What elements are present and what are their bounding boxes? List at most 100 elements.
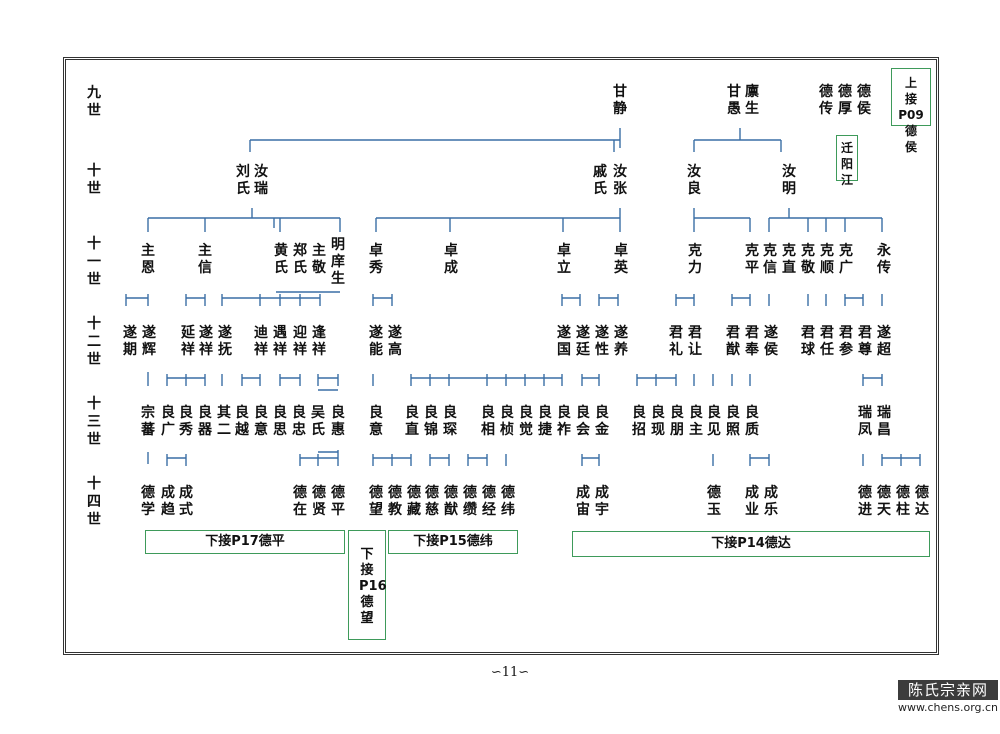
person-name: 良主 [689,405,703,438]
person-name: 永传 [877,243,891,276]
person-name: 主信 [198,243,212,276]
generation-label-11: 十一世 [87,236,101,288]
person-name: 良照 [726,405,740,438]
person-name: 甘愚 [727,84,741,117]
person-name: 明庠生 [331,237,345,287]
person-name: 黄氏 [274,243,288,276]
person-name: 良觉 [519,405,533,438]
continued-to-p15-box: 下接P15德纬 [388,530,518,554]
person-name: 德慈 [425,485,439,518]
person-name: 迎祥 [293,325,307,358]
person-name: 良招 [632,405,646,438]
person-name: 德纬 [501,485,515,518]
person-name: 遂超 [877,325,891,358]
person-name: 德学 [141,485,155,518]
person-name: 瑞凤 [858,405,872,438]
page-frame [63,57,939,655]
person-name: 成宙 [576,485,590,518]
person-name: 遇祥 [273,325,287,358]
person-name: 良意 [369,405,383,438]
person-name: 良意 [254,405,268,438]
person-name: 德在 [293,485,307,518]
person-name: 良祚 [557,405,571,438]
page-number: ∽11∽ [490,665,530,680]
person-name: 良思 [273,405,287,438]
person-name: 良相 [481,405,495,438]
person-name: 德侯 [857,84,871,117]
person-name: 德贤 [312,485,326,518]
person-name: 德望 [369,485,383,518]
person-name: 克广 [839,243,853,276]
person-name: 德藏 [407,485,421,518]
person-name: 君参 [839,325,853,358]
person-name: 汝良 [687,164,701,197]
person-name: 遂廷 [576,325,590,358]
generation-label-10: 十世 [87,163,101,197]
person-name: 卓成 [444,243,458,276]
person-name: 良广 [161,405,175,438]
person-name: 其二 [217,405,231,438]
person-name: 遂辉 [142,325,156,358]
person-name: 遂期 [123,325,137,358]
person-name: 逢祥 [312,325,326,358]
person-name: 良直 [405,405,419,438]
watermark-url: www.chens.org.cn [898,701,999,714]
person-name: 德教 [388,485,402,518]
person-name: 成式 [179,485,193,518]
person-name: 德达 [915,485,929,518]
person-name: 君球 [801,325,815,358]
person-name: 良惠 [331,405,345,438]
generation-label-13: 十三世 [87,396,101,448]
person-name: 汝明 [782,164,796,197]
person-name: 汝瑞 [254,164,268,197]
person-name: 卓秀 [369,243,383,276]
person-name: 德玉 [707,485,721,518]
person-name: 遂祥 [199,325,213,358]
person-name: 吴氏 [311,405,325,438]
person-name: 克信 [763,243,777,276]
watermark-title: 陈氏宗亲网 [898,680,998,700]
person-name: 克顺 [820,243,834,276]
person-name: 良器 [198,405,212,438]
person-name: 遂性 [595,325,609,358]
person-name: 遂能 [369,325,383,358]
person-name: 德天 [877,485,891,518]
person-name: 君猷 [726,325,740,358]
person-name: 卓立 [557,243,571,276]
migration-note-box: 迁阳江 [836,135,858,187]
person-name: 良捷 [538,405,552,438]
person-name: 克平 [745,243,759,276]
person-name: 迪祥 [254,325,268,358]
person-name: 瑞昌 [877,405,891,438]
person-name: 克直 [782,243,796,276]
migration-note-text: 迁阳江 [840,141,853,187]
person-name: 良锦 [424,405,438,438]
person-name: 良忠 [292,405,306,438]
person-name: 主恩 [141,243,155,276]
person-name: 遂抚 [218,325,232,358]
person-name: 德进 [858,485,872,518]
person-name: 郑氏 [293,243,307,276]
person-name: 克力 [688,243,702,276]
person-name: 克敬 [801,243,815,276]
person-name: 德厚 [838,84,852,117]
person-name: 遂国 [557,325,571,358]
person-name: 成宇 [595,485,609,518]
person-name: 良质 [745,405,759,438]
person-name: 德平 [331,485,345,518]
person-name: 良现 [651,405,665,438]
person-name: 良桢 [500,405,514,438]
person-name: 刘氏 [236,164,250,197]
person-name: 德猷 [444,485,458,518]
person-name: 良秀 [179,405,193,438]
person-name: 成乐 [764,485,778,518]
person-name: 良越 [235,405,249,438]
continued-to-p14-box: 下接P14德达 [572,531,930,557]
person-name: 德缵 [463,485,477,518]
person-name: 遂侯 [764,325,778,358]
person-name: 延祥 [181,325,195,358]
